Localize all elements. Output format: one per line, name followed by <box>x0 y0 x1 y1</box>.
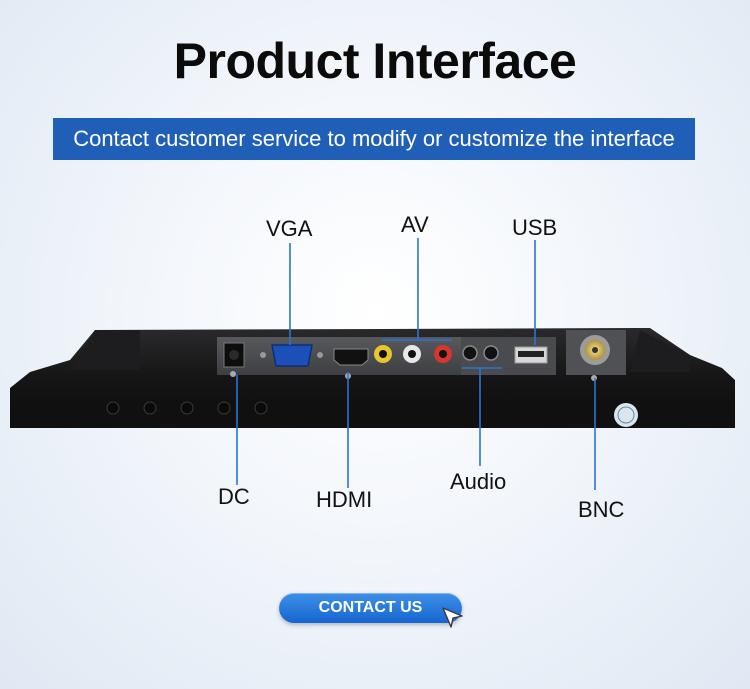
page-title: Product Interface <box>173 33 577 89</box>
label-vga: VGA <box>266 216 313 241</box>
label-audio: Audio <box>450 469 507 494</box>
label-bnc: BNC <box>578 497 625 522</box>
info-banner: Contact customer service to modify or cu… <box>53 118 695 160</box>
label-usb: USB <box>512 215 558 240</box>
label-dc: DC <box>218 484 250 509</box>
cursor-icon <box>442 607 463 628</box>
contact-us-button[interactable]: CONTACT US <box>279 593 462 623</box>
label-av: AV <box>401 212 429 237</box>
label-hdmi: HDMI <box>316 487 373 512</box>
